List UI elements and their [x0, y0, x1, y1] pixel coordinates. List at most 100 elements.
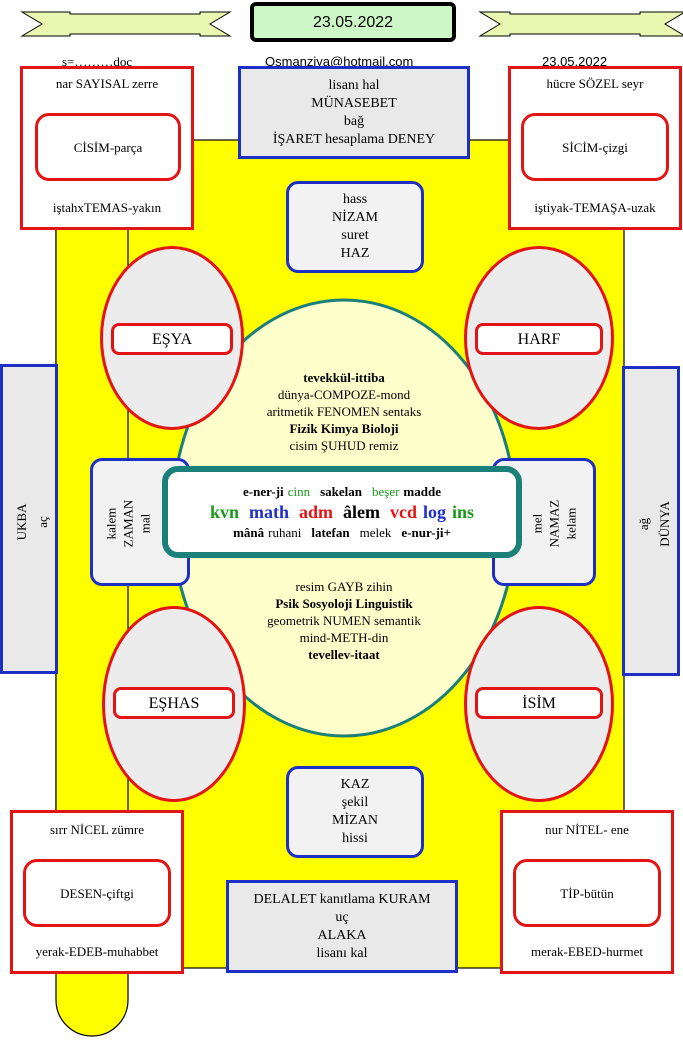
date-box: 23.05.2022 [250, 2, 456, 42]
top-center-line-1: lisanı hal [328, 77, 380, 93]
ellipse-bl-label-box: EŞHAS [113, 687, 235, 719]
oval-bottom-l5: tevellev-itaat [308, 646, 380, 662]
top-small-line-4: HAZ [340, 246, 370, 261]
bottom-small-line-4: hissi [342, 831, 368, 846]
center-box: e-ner-ji cinn sakelan beşer madde kvn ma… [162, 466, 522, 558]
side-bar-left-l2: aç [35, 516, 50, 528]
side-bar-left-l1: UKBA [14, 503, 29, 541]
oval-bottom-text: resim GAYB zihin Psik Sosyoloji Linguist… [214, 574, 474, 666]
center-r3-w4: melek [359, 525, 392, 540]
center-r3-w1: mânâ [233, 525, 265, 540]
email-label: Osmanziya@hotmail.com [265, 54, 414, 69]
center-r2-w3: adm [298, 502, 333, 522]
ellipse-tr-label: HARF [517, 330, 561, 348]
ellipse-bl-label: EŞHAS [148, 694, 200, 712]
top-center-line-3: bağ [343, 113, 365, 129]
corner-bl-bottom: yerak-EDEB-muhabbet [35, 944, 159, 959]
ellipse-top-left: EŞYA [100, 246, 244, 430]
side-box-left-l3: mal [137, 513, 153, 534]
corner-bl-inner-text: DESEN-çiftgi [60, 885, 134, 901]
ellipse-br-label: İSİM [522, 694, 556, 712]
oval-bottom-l1: resim GAYB zihin [295, 578, 393, 594]
center-r2-w1: kvn [209, 502, 239, 522]
date-right-label: 23.05.2022 [542, 54, 608, 69]
file-label: s=………doc [62, 54, 133, 69]
ellipse-top-right: HARF [464, 246, 614, 430]
ellipse-bottom-left: EŞHAS [102, 606, 246, 802]
oval-top-l1: tevekkül-ittiba [303, 369, 385, 385]
oval-top-l2: dünya-COMPOZE-mond [277, 386, 411, 402]
center-r1-w4: beşer [371, 484, 400, 499]
center-r1-w3: sakelan [320, 484, 362, 499]
center-row-1: e-ner-ji cinn sakelan beşer madde [243, 483, 441, 500]
center-r3-w3: latefan [311, 525, 350, 540]
side-bar-right-l2: DÜNYA [657, 501, 672, 547]
corner-tr-top: hücre SÖZEL seyr [546, 76, 644, 91]
center-r2-w5: vcd [389, 502, 417, 522]
ellipse-tl-label-box: EŞYA [111, 323, 233, 355]
bottom-center-line-3: ALAKA [317, 927, 367, 943]
bottom-center-box: DELALET kanıtlama KURAM uç ALAKA lisanı … [226, 880, 458, 973]
corner-tl-inner: CİSİM-parça [35, 113, 181, 181]
side-box-left-l2: ZAMAN [120, 499, 136, 548]
corner-bottom-left: sırr NİCEL zümre DESEN-çiftgi yerak-EDEB… [10, 810, 184, 974]
center-row-3: mânâ ruhani latefan melek e-nur-ji+ [233, 524, 451, 541]
center-r2-w7: ins [452, 502, 475, 522]
corner-tr-inner-text: SİCİM-çizgi [562, 139, 628, 155]
bottom-center-line-2: uç [335, 909, 349, 925]
center-r2-w2: math [248, 502, 289, 522]
corner-bl-inner: DESEN-çiftgi [23, 859, 171, 927]
side-bar-right-l1: ağ [636, 517, 651, 531]
bottom-small-box: KAZ şekil MİZAN hissi [286, 766, 424, 858]
side-box-left-l1: kalem [103, 507, 119, 540]
center-r3-w2: ruhani [268, 525, 302, 540]
center-r2-w6: log [422, 502, 446, 522]
ellipse-tl-label: EŞYA [151, 330, 192, 348]
date-box-text: 23.05.2022 [312, 13, 394, 31]
corner-tl-bottom: iştahxTEMAS-yakın [52, 200, 162, 215]
corner-top-left: nar SAYISAL zerre CİSİM-parça iştahxTEMA… [20, 66, 194, 230]
bottom-center-line-1: DELALET kanıtlama KURAM [253, 891, 431, 907]
ellipse-br-label-box: İSİM [475, 687, 603, 719]
corner-tl-inner-text: CİSİM-parça [73, 139, 143, 155]
top-center-line-2: MÜNASEBET [311, 95, 397, 111]
corner-br-inner-text: TİP-bütün [560, 885, 614, 901]
side-bar-right: ağ DÜNYA [622, 366, 680, 676]
ribbon-right [478, 11, 683, 37]
corner-br-inner: TİP-bütün [513, 859, 661, 927]
center-r1-w5: madde [403, 484, 441, 499]
corner-br-bottom: merak-EBED-hurmet [531, 944, 643, 959]
side-bar-right-text: ağ DÜNYA [636, 395, 672, 653]
corner-tr-bottom: iştiyak-TEMAŞA-uzak [534, 200, 656, 215]
center-r1-w1: e-ner-ji [243, 484, 284, 499]
center-r1-w2: cinn [287, 484, 311, 499]
top-center-box: lisanı hal MÜNASEBET bağ İŞARET hesaplam… [238, 66, 470, 159]
side-bar-left-text: UKBA aç [14, 393, 50, 651]
center-r2-w4: âlem [343, 502, 380, 522]
top-center-line-4: İŞARET hesaplama DENEY [272, 131, 436, 147]
corner-tr-inner: SİCİM-çizgi [521, 113, 669, 181]
oval-top-text: tevekkül-ittiba dünya-COMPOZE-mond aritm… [214, 366, 474, 456]
ribbon-left [20, 11, 232, 37]
bottom-small-line-3: MİZAN [332, 813, 378, 828]
center-r3-w5: e-nur-ji+ [401, 525, 451, 540]
oval-bottom-l4: mind-METH-din [299, 629, 389, 645]
top-small-line-3: suret [341, 228, 369, 243]
side-box-right-l3: kelam [563, 507, 579, 540]
oval-bottom-l3: geometrik NUMEN semantik [267, 612, 421, 628]
corner-bl-top: sırr NİCEL zümre [49, 822, 145, 837]
oval-top-l4: Fizik Kimya Bioloji [289, 420, 399, 436]
oval-top-l3: aritmetik FENOMEN sentaks [266, 403, 422, 419]
bottom-small-line-2: şekil [341, 795, 369, 810]
ellipse-bottom-right: İSİM [464, 606, 614, 802]
side-bar-left: UKBA aç [0, 364, 58, 674]
side-box-right-l1: mel [529, 513, 545, 534]
top-small-line-1: hass [342, 192, 368, 207]
oval-bottom-l2: Psik Sosyoloji Linguistik [275, 595, 413, 611]
top-small-box: hass NİZAM suret HAZ [286, 181, 424, 273]
oval-top-l5: cisim ŞUHUD remiz [289, 437, 399, 453]
corner-tl-top: nar SAYISAL zerre [55, 76, 159, 91]
center-row-2: kvn math adm âlem vcd log ins [210, 500, 474, 524]
bottom-small-line-1: KAZ [340, 777, 370, 792]
top-small-line-2: NİZAM [332, 210, 378, 225]
